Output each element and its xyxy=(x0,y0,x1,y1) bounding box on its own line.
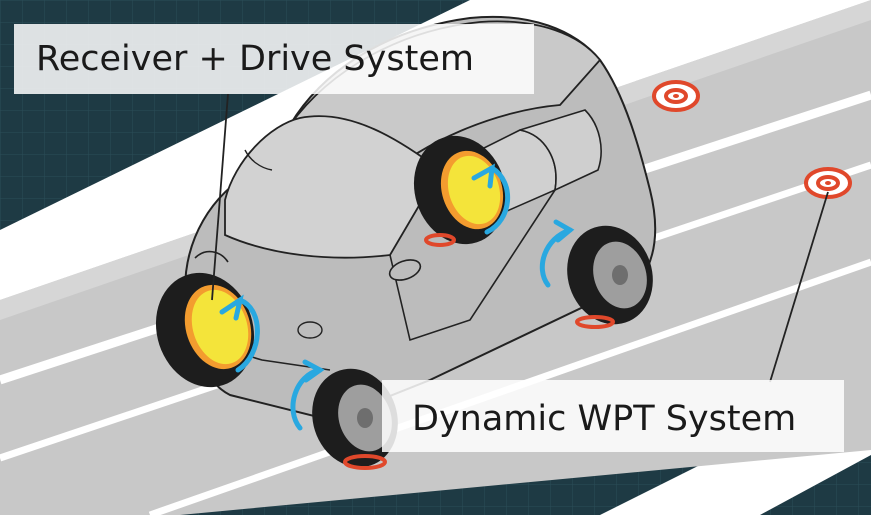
dynamic-wpt-system-label: Dynamic WPT System xyxy=(382,380,844,452)
rotation-arrow-icon xyxy=(219,294,260,373)
leader-line-dwpt xyxy=(769,191,829,383)
receiver-drive-system-label: Receiver + Drive System xyxy=(14,24,534,94)
leader-line-receiver xyxy=(211,93,229,301)
transmitter-pad-icon xyxy=(343,454,387,470)
rotation-arrow-icon xyxy=(471,163,510,235)
rotation-arrow-icon xyxy=(290,359,325,431)
rotation-arrow-icon xyxy=(539,219,575,288)
wheel-icon xyxy=(567,225,653,325)
transmitter-pad-icon xyxy=(575,315,615,329)
transmitter-pad-icon xyxy=(424,233,456,247)
transmitter-pad-icon xyxy=(804,167,852,199)
wheel-icon xyxy=(312,368,398,468)
transmitter-pad-icon xyxy=(652,80,700,112)
